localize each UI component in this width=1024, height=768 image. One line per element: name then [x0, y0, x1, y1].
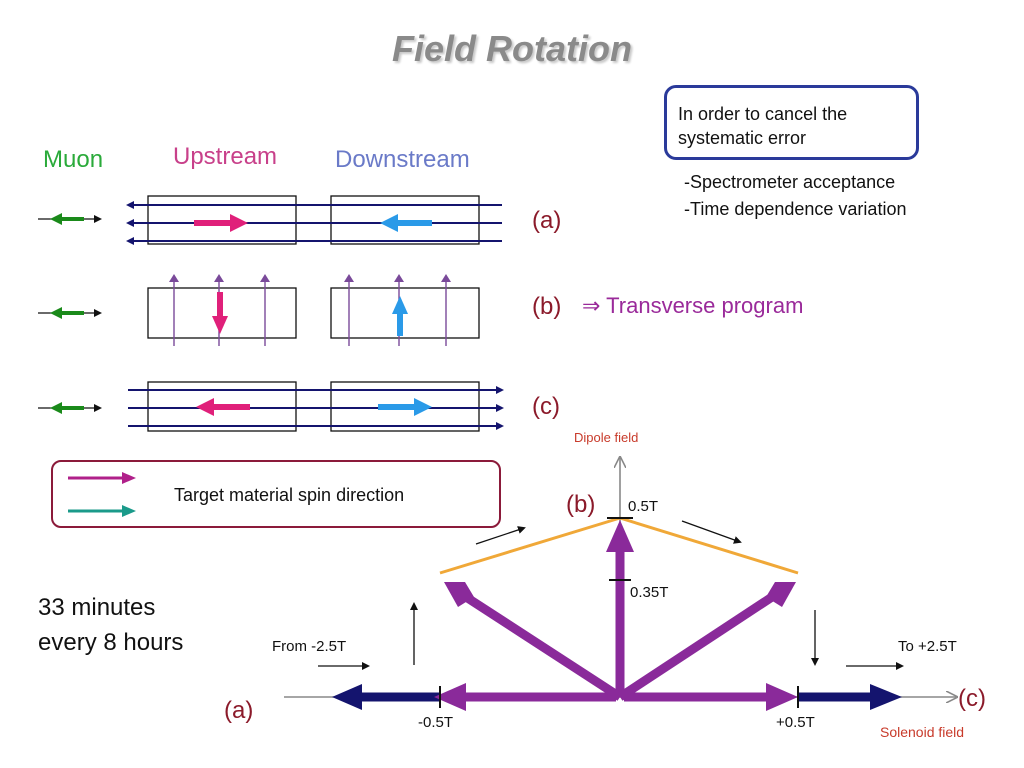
upstream-spin-arrow-b	[212, 292, 228, 334]
solenoid-axis-label: Solenoid field	[880, 724, 964, 740]
upstream-target-c	[147, 381, 297, 432]
muon-arrow-b	[38, 307, 102, 319]
legend-arrow-magenta	[68, 472, 136, 484]
note-item-time: -Time dependence variation	[684, 199, 907, 219]
legend-arrow-teal	[68, 505, 136, 517]
header-downstream: Downstream	[335, 146, 470, 173]
ramp-right-diagonal	[619, 516, 799, 575]
header-muon: Muon	[43, 146, 104, 173]
field-plot: Dipole field Solenoid field 0.5T 0.35T -…	[224, 430, 986, 740]
timing-line-2: every 8 hours	[38, 629, 184, 656]
timing-line-1: 33 minutes	[38, 594, 156, 621]
legend-box	[51, 460, 501, 528]
plot-label-c: (c)	[958, 685, 986, 712]
to-label: To +2.5T	[898, 638, 957, 655]
from-label: From -2.5T	[272, 638, 346, 655]
direction-arrow-2	[681, 520, 742, 544]
upstream-target-b	[147, 287, 297, 339]
downstream-spin-arrow-a	[380, 214, 432, 232]
solenoid-arrow-negative	[332, 684, 440, 710]
upstream-spin-arrow-a	[194, 214, 248, 232]
rotation-arrow-upper-right	[617, 582, 796, 701]
header-upstream: Upstream	[173, 143, 278, 170]
row-c	[38, 381, 504, 432]
downstream-target-c	[330, 381, 480, 432]
tick-label-neg05: -0.5T	[418, 714, 453, 731]
note-text: In order to cancel the systematic error	[678, 104, 848, 148]
ramp-left-diagonal	[439, 516, 621, 575]
row-a	[38, 195, 502, 245]
upstream-target-a	[147, 195, 297, 245]
downstream-target-b	[330, 287, 480, 339]
page-title: Field Rotation	[392, 28, 632, 69]
tick-label-035T: 0.35T	[630, 584, 668, 601]
rotation-arrow-right	[624, 683, 798, 711]
config-label-c: (c)	[532, 393, 560, 420]
downstream-spin-arrow-b	[392, 296, 408, 336]
rotation-arrow-up	[606, 520, 634, 697]
dipole-axis-label: Dipole field	[574, 430, 638, 445]
plot-label-a: (a)	[224, 697, 253, 724]
legend-label: Target material spin direction	[174, 485, 405, 505]
config-label-a: (a)	[532, 207, 562, 234]
muon-arrow-c	[38, 402, 102, 414]
note-box	[664, 85, 919, 160]
tick-label-05T: 0.5T	[628, 498, 658, 515]
muon-arrow-a	[38, 213, 102, 225]
tick-label-pos05: +0.5T	[776, 714, 815, 731]
transverse-program-text: ⇒ Transverse program	[582, 293, 804, 318]
upstream-spin-arrow-c	[196, 398, 250, 416]
direction-arrow-1	[475, 526, 526, 545]
note-item-acceptance: -Spectrometer acceptance	[684, 172, 896, 192]
plot-label-b: (b)	[566, 491, 595, 518]
downstream-spin-arrow-c	[378, 398, 432, 416]
solenoid-arrow-positive	[798, 684, 902, 710]
rotation-arrow-left	[434, 683, 616, 711]
config-label-b: (b)	[532, 293, 562, 320]
downstream-target-a	[330, 195, 480, 245]
row-b	[38, 274, 480, 346]
rotation-arrow-upper-left	[444, 582, 623, 701]
